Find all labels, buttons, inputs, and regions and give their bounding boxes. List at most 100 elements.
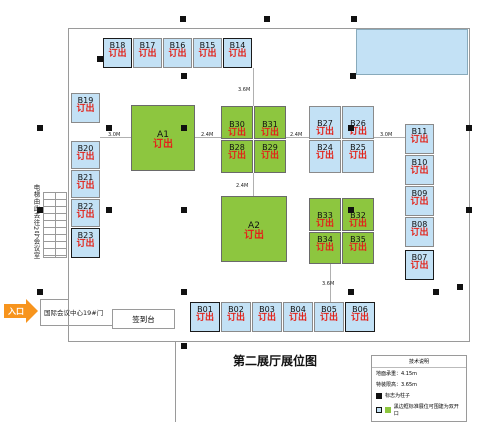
aisle-line xyxy=(374,137,405,138)
door-line xyxy=(40,299,41,325)
dimension-label: 3.6M xyxy=(238,87,251,93)
legend-text: 黑边框标准展位可围建为双开口 xyxy=(393,404,459,417)
booth-id: B01 xyxy=(197,305,213,314)
booth-status: 订出 xyxy=(138,49,157,60)
booth-id: B29 xyxy=(262,143,278,152)
pillar-marker xyxy=(264,16,270,22)
booth-id: B06 xyxy=(352,305,368,314)
dimension-label: 3.0M xyxy=(108,132,121,138)
booth-id: B21 xyxy=(77,173,94,182)
entrance-text: 入口 xyxy=(8,306,24,316)
booth-status: 订出 xyxy=(315,127,334,138)
booth-id: B03 xyxy=(259,305,275,314)
aisle-line xyxy=(330,264,331,302)
pillar-marker xyxy=(37,207,43,213)
dimension-label: 2.4M xyxy=(201,132,214,138)
booth-id: B26 xyxy=(350,119,366,128)
booth-status: 订出 xyxy=(76,239,95,250)
booth-status: 订出 xyxy=(76,181,95,192)
hall-outline xyxy=(68,28,470,342)
booth-status: 订出 xyxy=(319,313,338,324)
pillar-marker xyxy=(350,73,356,79)
staircase-divider xyxy=(55,192,56,258)
booth-status: 订出 xyxy=(410,197,429,208)
booth-id: B02 xyxy=(228,305,244,314)
legend-box: 技术说明 地面承重：4.15m 特装限高：3.65m 标志为柱子 黑边框标准展位… xyxy=(371,355,467,422)
door-line xyxy=(40,299,68,300)
booth-status: 订出 xyxy=(108,49,127,60)
booth-status: 订出 xyxy=(288,313,307,324)
booth-status: 订出 xyxy=(260,151,279,162)
legend-item: 标志为柱子 xyxy=(372,390,466,401)
page-title: 第二展厅展位图 xyxy=(233,354,318,368)
legend-item: 黑边框标准展位可围建为双开口 xyxy=(372,401,466,419)
booth-status: 订出 xyxy=(410,135,429,146)
booth-id: B32 xyxy=(350,211,366,220)
booth-status: 订出 xyxy=(348,151,367,162)
legend-title: 技术说明 xyxy=(372,356,466,368)
pillar-marker xyxy=(181,289,187,295)
pillar-marker xyxy=(348,289,354,295)
pillar-marker xyxy=(181,125,187,131)
pillar-marker xyxy=(181,343,187,349)
legend-text: 地面承重：4.15m xyxy=(376,371,418,377)
booth-id: B24 xyxy=(317,143,333,152)
booth-id: B11 xyxy=(411,127,428,136)
pillar-marker xyxy=(348,125,354,131)
booth-status: 订出 xyxy=(168,49,187,60)
booth-status: 订出 xyxy=(348,127,367,138)
booth-status: 订出 xyxy=(260,128,279,139)
booth-id: A1 xyxy=(157,130,169,140)
booth-status: 订出 xyxy=(227,151,246,162)
aisle-line xyxy=(286,137,309,138)
hall-bottom-wall xyxy=(175,342,176,422)
booth-status: 订出 xyxy=(76,210,95,221)
dimension-label: 2.4M xyxy=(290,132,303,138)
pillar-marker xyxy=(466,125,472,131)
booth-status: 订出 xyxy=(315,219,334,230)
booth-id: B18 xyxy=(109,41,126,50)
booth-id: B31 xyxy=(262,120,278,129)
pillar-marker xyxy=(433,289,439,295)
booth-id: B19 xyxy=(77,96,94,105)
legend-item: 特装限高：3.65m xyxy=(372,379,466,390)
booth-id: B22 xyxy=(77,202,94,211)
booth-status: 订出 xyxy=(153,139,173,151)
pillar-marker xyxy=(466,207,472,213)
